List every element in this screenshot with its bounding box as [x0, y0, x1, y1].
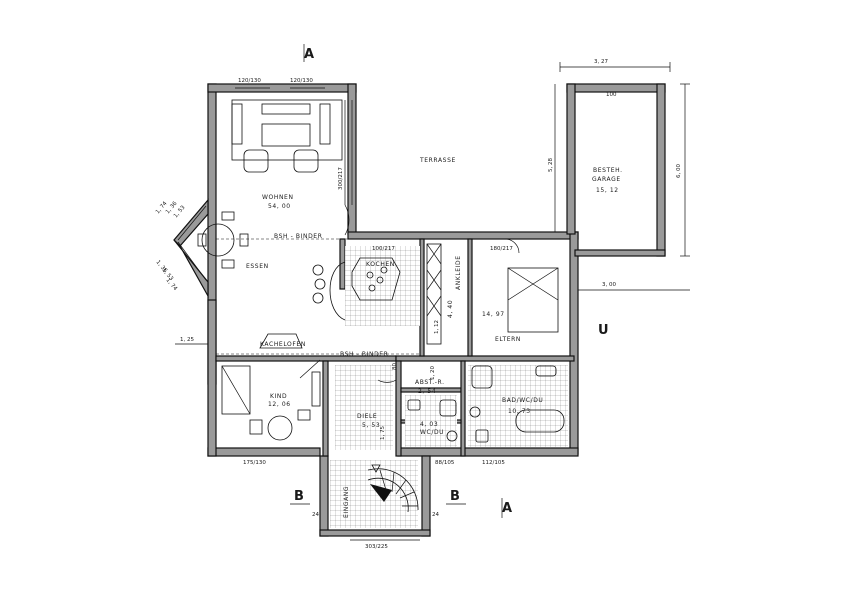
dim-garage-width: 3, 27	[594, 59, 608, 65]
kachelofen-label: KACHELOFEN	[260, 341, 306, 348]
garage-label-1: BESTEH.	[593, 167, 623, 174]
dim-garage-depth: 6, 00	[676, 164, 682, 178]
abst-label: ABST.-R.	[415, 379, 445, 386]
dim-garage-inner: 100	[606, 92, 617, 98]
beam-label-upper: BSH - BINDER	[274, 233, 322, 240]
section-b-right-label: B	[450, 489, 460, 504]
ankleide-area: 4, 40	[447, 300, 454, 318]
garage-label-2: GARAGE	[592, 176, 621, 183]
section-b-left-label: B	[294, 489, 304, 504]
dim-eltern-door: 180/217	[490, 246, 513, 252]
garage-area: 15, 12	[596, 187, 619, 194]
dimension-lines	[175, 62, 690, 541]
dim-diag-6: 1, 74	[164, 277, 178, 292]
exterior-walls	[173, 83, 666, 537]
beam-label-lower: BSH - BINDER	[340, 351, 388, 358]
pantry-tiles	[401, 246, 420, 326]
dim-terrasse-depth: 5, 28	[548, 158, 554, 172]
kitchen-tiles	[345, 246, 405, 326]
diele-tiles	[335, 365, 393, 450]
essen-label: ESSEN	[246, 263, 269, 270]
interior-walls	[215, 238, 575, 457]
diele-area: 5, 53	[362, 422, 380, 429]
dim-vert-112: 1, 12	[434, 320, 440, 334]
living-furniture	[231, 99, 343, 173]
diele-label: DIELE	[357, 413, 377, 420]
dim-vert-80: 80	[392, 363, 398, 370]
bath-tiles	[468, 365, 568, 447]
dim-garage-bottom: 3, 00	[602, 282, 616, 288]
kind-label: KIND	[270, 393, 287, 400]
bed	[507, 267, 559, 333]
dim-vert-120: 1, 20	[430, 366, 436, 380]
eltern-label: ELTERN	[495, 336, 521, 343]
kind-area: 12, 06	[268, 401, 291, 408]
dim-entrance-door: 303/225	[365, 544, 388, 550]
eingang-label: EINGANG	[343, 486, 350, 518]
bad-area: 10, 73	[508, 408, 531, 415]
kochen-label: KOCHEN	[366, 261, 395, 268]
dining-furniture	[197, 211, 249, 269]
entrance-tiles	[330, 460, 418, 528]
wc-area: 4, 03	[420, 421, 438, 428]
dim-bath-window-1: 88/105	[435, 460, 455, 466]
dim-kind-window: 175/130	[243, 460, 266, 466]
kitchen-furniture	[312, 257, 401, 321]
wohnen-label: WOHNEN	[262, 194, 294, 201]
dim-diele-175: 1, 75	[380, 426, 386, 440]
terrasse-label: TERRASSE	[419, 157, 456, 164]
section-a-label: A	[304, 47, 314, 62]
pantry-shelves	[426, 243, 442, 345]
dim-bath-window-2: 112/105	[482, 460, 505, 466]
dim-entrance-left: 24	[312, 512, 319, 518]
wc-tiles	[405, 395, 457, 447]
wc-label: WC/DU	[420, 429, 444, 436]
bad-label: BAD/WC/DU	[502, 397, 543, 404]
staircase	[367, 464, 419, 513]
wohnen-area: 54, 00	[268, 203, 291, 210]
dim-side-door: 300/217	[338, 167, 344, 190]
dim-left-125: 1, 25	[180, 337, 194, 343]
u-marker: U	[598, 323, 609, 338]
dim-entrance-right: 24	[432, 512, 439, 518]
ankleide-label: ANKLEIDE	[455, 255, 462, 290]
kind-furniture	[221, 365, 321, 441]
door-swings	[299, 204, 520, 383]
eltern-area: 14, 97	[482, 311, 505, 318]
section-a-bottom-label: A	[502, 501, 512, 516]
dim-kitchen-door: 100/217	[372, 246, 395, 252]
kachelofen-stove	[259, 333, 303, 349]
bath-fixtures	[407, 365, 565, 443]
dim-top-window-1: 120/130	[238, 78, 261, 84]
dim-top-window-2: 120/130	[290, 78, 313, 84]
abst-area: 2, 54	[418, 388, 436, 395]
openings	[177, 87, 353, 281]
section-markers: A B B A U	[290, 44, 609, 518]
